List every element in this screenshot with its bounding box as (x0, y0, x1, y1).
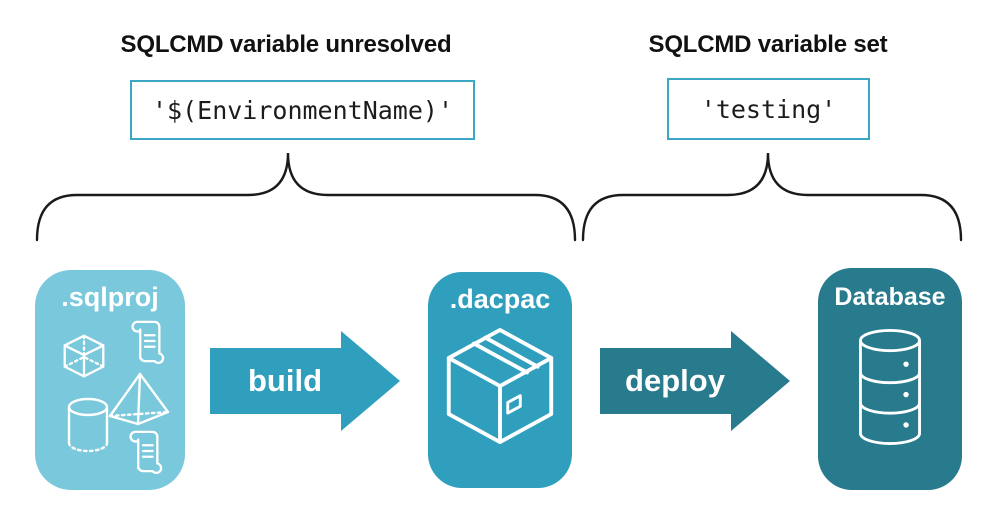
build-arrow: build (210, 331, 400, 431)
deploy-arrow: deploy (600, 331, 790, 431)
database-icon (859, 328, 921, 445)
node-database-label: Database (834, 283, 946, 311)
scroll-icon (131, 320, 165, 364)
deploy-arrow-label: deploy (625, 363, 725, 398)
arrow-right-icon (210, 331, 400, 431)
node-sqlproj-label: .sqlproj (61, 282, 159, 312)
right-code-box: 'testing' (667, 78, 870, 140)
left-brace (35, 152, 577, 242)
right-annotation-title: SQLCMD variable set (648, 31, 888, 58)
right-brace (581, 152, 963, 242)
node-dacpac-label: .dacpac (449, 284, 551, 314)
node-sqlproj: .sqlproj (35, 270, 185, 490)
package-icon (446, 328, 554, 445)
left-code-box: '$(EnvironmentName)' (130, 80, 475, 140)
right-code-text: 'testing' (700, 94, 837, 124)
cylinder-icon (67, 397, 109, 453)
build-arrow-label: build (247, 363, 323, 398)
node-dacpac: .dacpac (428, 272, 572, 488)
scroll-icon (129, 430, 163, 474)
pyramid-icon (108, 372, 170, 426)
node-database: Database (818, 268, 962, 490)
left-annotation-title: SQLCMD variable unresolved (120, 31, 452, 58)
left-code-text: '$(EnvironmentName)' (151, 95, 454, 125)
cube-icon (63, 334, 105, 378)
arrow-right-icon (600, 331, 790, 431)
